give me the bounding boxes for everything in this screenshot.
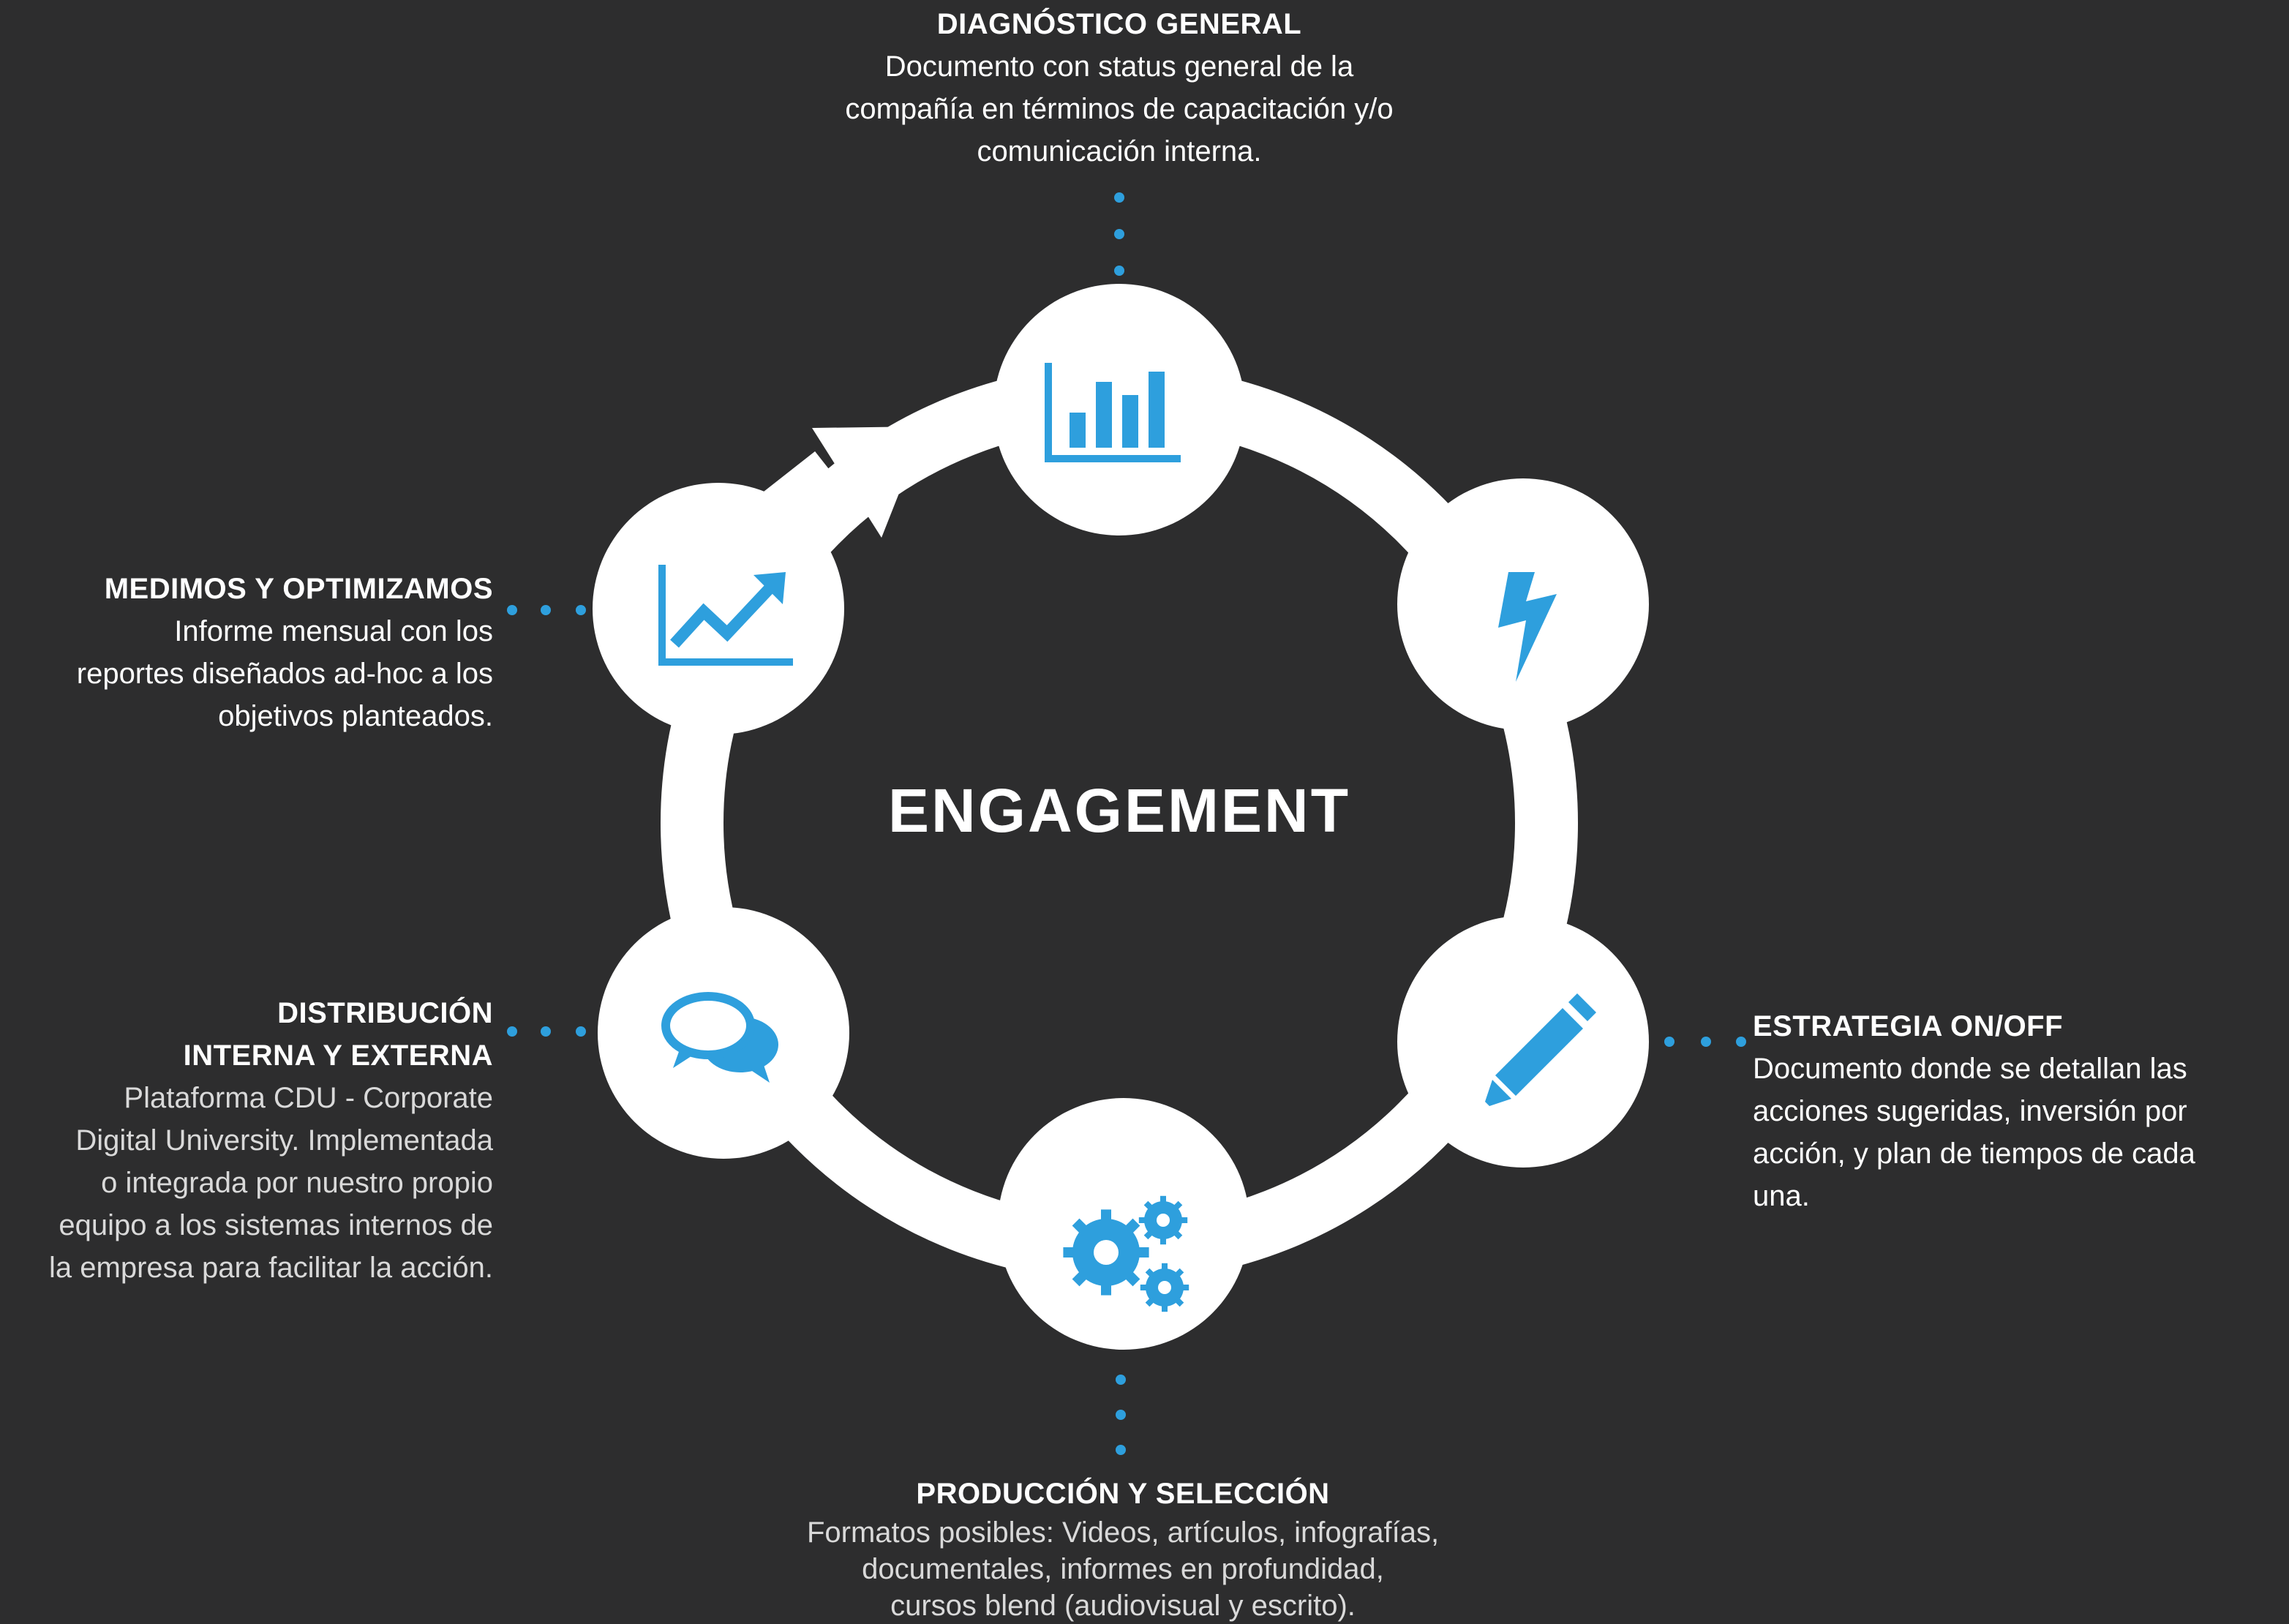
distribucion-desc-line: equipo a los sistemas internos de <box>59 1209 493 1241</box>
pencil-icon <box>1485 993 1596 1106</box>
trend-chart-icon <box>658 565 793 666</box>
gear-tooth <box>1138 1217 1148 1223</box>
gear-tooth <box>1122 1268 1140 1287</box>
estrategia-desc-line: acción, y plan de tiempos de cada <box>1753 1138 2195 1170</box>
estrategia-title: ESTRATEGIA ON/OFF <box>1753 1010 2064 1042</box>
connector-dot <box>507 605 517 615</box>
gear-tooth <box>1143 1229 1154 1240</box>
gear-tooth <box>1143 1200 1154 1211</box>
gear-tooth <box>1160 1195 1166 1204</box>
connector-dot <box>1736 1037 1746 1047</box>
diagnostico-title: DIAGNÓSTICO GENERAL <box>936 8 1302 40</box>
medimos-title: MEDIMOS Y OPTIMIZAMOS <box>104 573 493 605</box>
bar-chart-icon <box>1045 363 1181 462</box>
center-label: ENGAGEMENT <box>887 776 1351 845</box>
gear-tooth <box>1134 1247 1149 1258</box>
distribucion-desc-line: Digital University. Implementada <box>75 1124 493 1157</box>
lightning-icon <box>1498 572 1557 682</box>
chat-bubbles-icon <box>661 992 778 1083</box>
gear-tooth <box>1122 1218 1140 1236</box>
gear-tooth <box>1179 1217 1188 1223</box>
medimos-desc-line: objetivos planteados. <box>218 700 493 732</box>
medimos-block: MEDIMOS Y OPTIMIZAMOS Informe mensual co… <box>7 568 493 737</box>
connector-dot <box>1664 1037 1675 1047</box>
connector-dot <box>1114 192 1124 203</box>
medimos-desc-line: Informe mensual con los <box>174 615 493 647</box>
connector-dot <box>541 605 551 615</box>
gears-icon <box>1063 1195 1189 1312</box>
distribucion-block: DISTRIBUCIÓN INTERNA Y EXTERNA Plataform… <box>7 992 493 1289</box>
connector-dot <box>576 1026 586 1037</box>
connector-dot <box>576 605 586 615</box>
gear-tooth <box>1162 1263 1168 1271</box>
gear-tooth <box>1172 1229 1183 1240</box>
gear-tooth <box>1160 1236 1166 1245</box>
gear-tooth <box>1140 1285 1149 1290</box>
distribucion-desc-line: la empresa para facilitar la acción. <box>49 1252 493 1284</box>
node-diagnostico <box>993 284 1245 535</box>
distribucion-desc-line: o integrada por nuestro propio <box>101 1167 493 1199</box>
gear-tooth <box>1072 1218 1090 1236</box>
produccion-desc-line: Formatos posibles: Videos, artículos, in… <box>806 1516 1440 1549</box>
estrategia-desc-line: acciones sugeridas, inversión por <box>1753 1095 2187 1127</box>
gear-tooth <box>1101 1281 1111 1296</box>
gear-tooth <box>1145 1268 1156 1279</box>
connector-dot <box>1114 266 1124 276</box>
gear-tooth <box>1162 1304 1168 1312</box>
estrategia-block: ESTRATEGIA ON/OFF Documento donde se det… <box>1753 1005 2265 1217</box>
produccion-desc-line: documentales, informes en profundidad, <box>862 1553 1384 1585</box>
connector-dot <box>1116 1375 1126 1385</box>
produccion-desc-line: cursos blend (audiovisual y escrito). <box>890 1590 1356 1622</box>
connector-dot <box>541 1026 551 1037</box>
produccion-block: PRODUCCIÓN Y SELECCIÓN Formatos posibles… <box>732 1473 1514 1624</box>
connector-dot <box>1116 1445 1126 1455</box>
connector-dot <box>1701 1037 1711 1047</box>
gear-tooth <box>1101 1209 1111 1224</box>
estrategia-desc-line: Documento donde se detallan las <box>1753 1053 2187 1085</box>
distribucion-title-line: DISTRIBUCIÓN <box>277 997 493 1029</box>
distribucion-title-line: INTERNA Y EXTERNA <box>183 1040 493 1072</box>
diagnostico-desc-line: Documento con status general de la <box>884 50 1354 83</box>
gear-tooth <box>1072 1268 1090 1287</box>
connector-dots <box>507 192 1746 1455</box>
gear-tooth <box>1173 1268 1184 1279</box>
distribucion-desc-line: Plataforma CDU - Corporate <box>124 1082 493 1114</box>
estrategia-desc-line: una. <box>1753 1180 1810 1212</box>
node-estrategia <box>1397 916 1649 1168</box>
diagnostico-block: DIAGNÓSTICO GENERAL Documento con status… <box>753 3 1485 173</box>
node-medimos <box>593 483 844 734</box>
connector-dot <box>1116 1410 1126 1420</box>
gear-tooth <box>1172 1200 1183 1211</box>
diagnostico-desc-line: compañía en términos de capacitación y/o <box>845 93 1394 125</box>
gear-tooth <box>1063 1247 1078 1258</box>
diagnostico-desc-line: comunicación interna. <box>977 135 1262 168</box>
medimos-desc-line: reportes diseñados ad-hoc a los <box>76 658 493 690</box>
connector-dot <box>1114 229 1124 239</box>
gear-tooth <box>1180 1285 1189 1290</box>
connector-dot <box>507 1026 517 1037</box>
produccion-title: PRODUCCIÓN Y SELECCIÓN <box>916 1478 1330 1510</box>
gear-tooth <box>1145 1296 1156 1307</box>
gear-tooth <box>1173 1296 1184 1307</box>
